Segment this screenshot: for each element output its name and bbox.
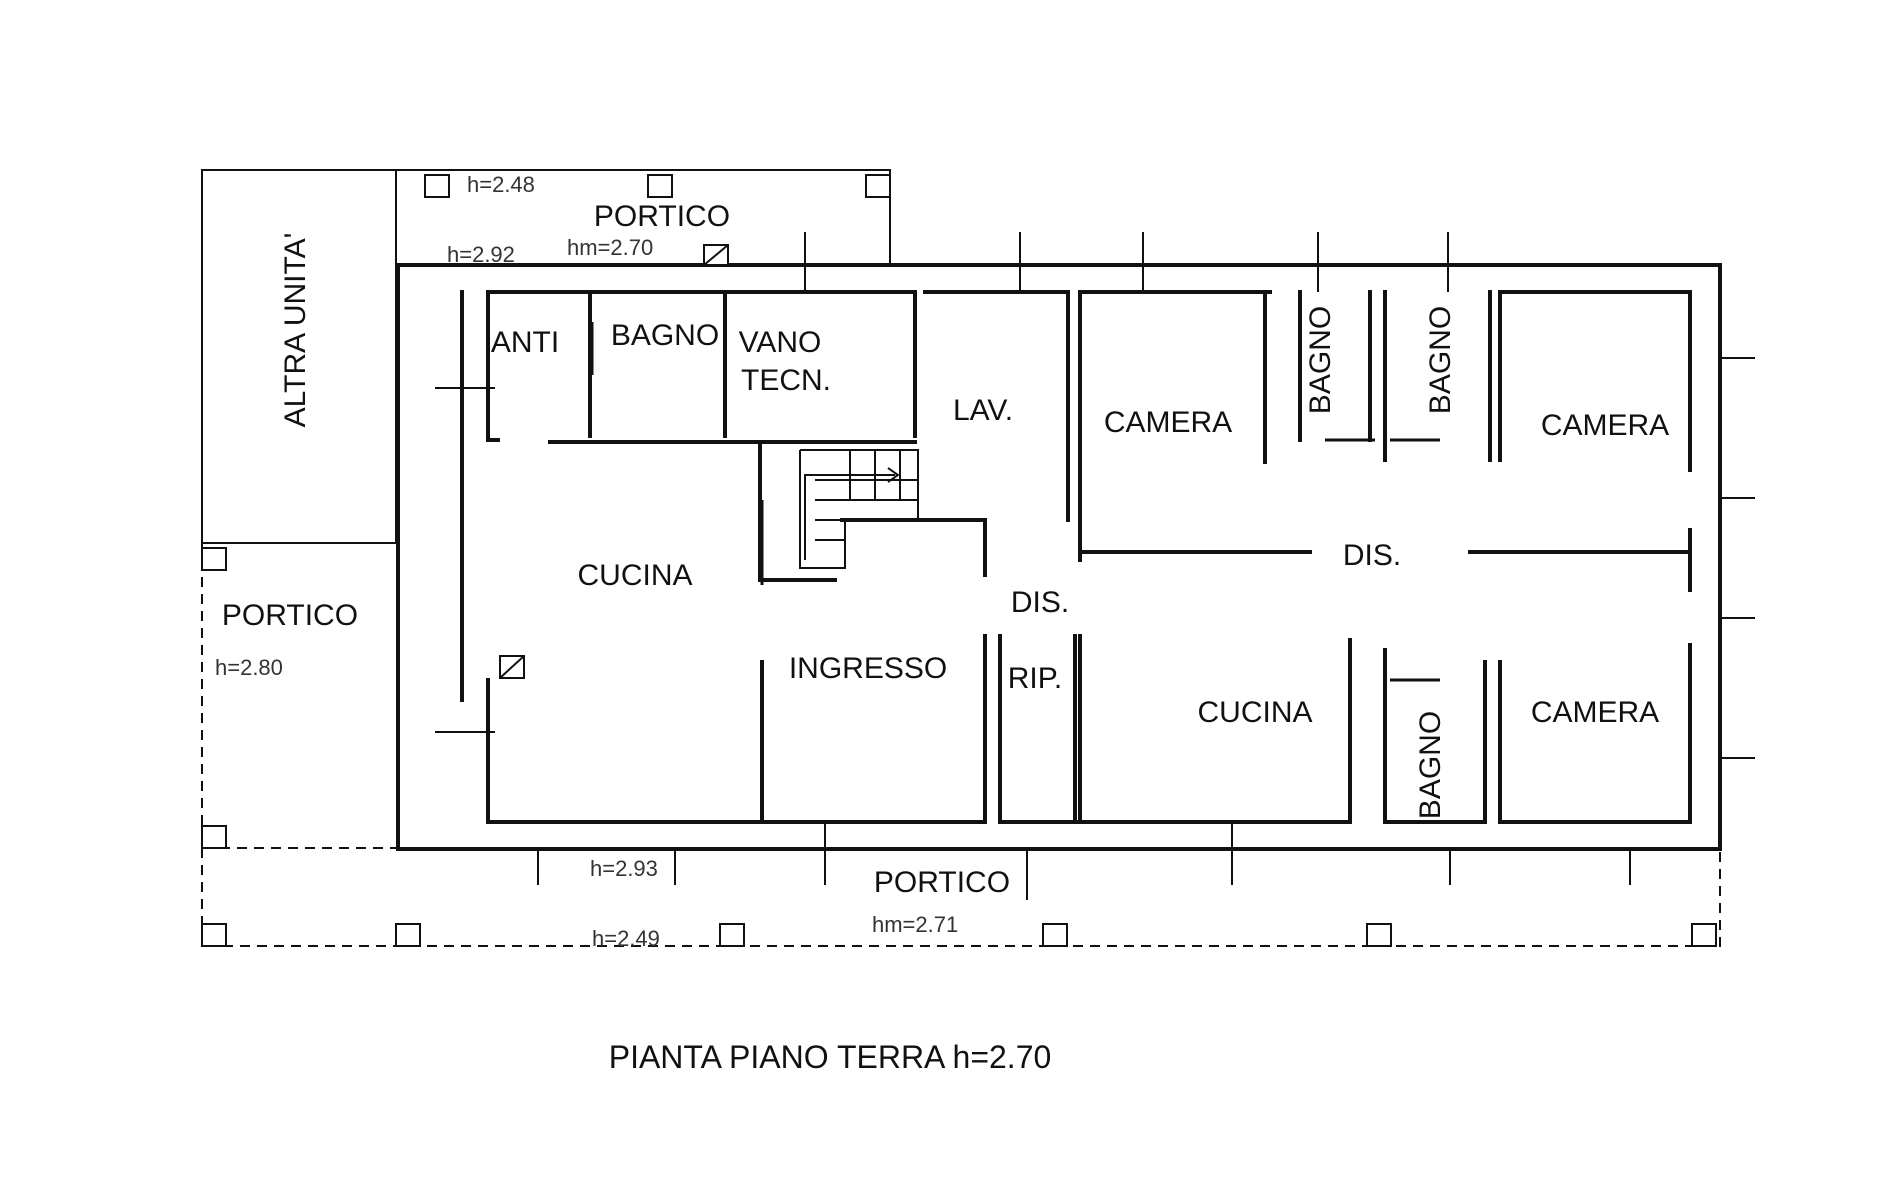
- height-label: h=2.92: [447, 242, 515, 267]
- room-label-camera: CAMERA: [1541, 409, 1669, 442]
- height-label: hm=2.70: [567, 235, 653, 260]
- room-label-anti: ANTI: [491, 326, 559, 359]
- room-label-lav: LAV.: [953, 394, 1013, 427]
- pillar: [201, 547, 227, 571]
- walls: [201, 169, 1722, 947]
- main-outer-wall: [396, 263, 1722, 851]
- room-label-vano: VANO: [739, 326, 822, 359]
- portico-left-outline: [201, 543, 398, 849]
- room-label-dis: DIS.: [1343, 539, 1401, 572]
- wall: [840, 518, 987, 577]
- room-label-dis: DIS.: [1011, 586, 1069, 619]
- height-labels: h=2.48 h=2.92 hm=2.70 h=2.80 h=2.93 h=2.…: [215, 172, 958, 951]
- openings: [435, 232, 1755, 900]
- room-label-altra-unita: ALTRA UNITA': [279, 233, 312, 428]
- room-label-portico-top: PORTICO: [594, 200, 730, 233]
- room-label-bagno: BAGNO: [1414, 711, 1447, 819]
- pillar: [1042, 923, 1068, 947]
- height-label: h=2.80: [215, 655, 283, 680]
- room-label-camera: CAMERA: [1104, 406, 1232, 439]
- stairs: [760, 449, 919, 585]
- room-label-portico-left: PORTICO: [222, 599, 358, 632]
- pillars: [201, 174, 1717, 947]
- portico-top-outline: [396, 169, 891, 265]
- height-label: h=2.48: [467, 172, 535, 197]
- room-label-rip: RIP.: [1008, 662, 1062, 695]
- pillar: [201, 825, 227, 849]
- stair-direction-arrow: [804, 474, 895, 560]
- room-label-portico-bottom: PORTICO: [874, 866, 1010, 899]
- height-label: hm=2.71: [872, 912, 958, 937]
- portico-bottom-outline: [201, 848, 1721, 947]
- stair-arrow-head: [887, 467, 900, 483]
- wall: [486, 290, 500, 442]
- height-label: h=2.49: [592, 926, 660, 951]
- room-label-ingresso: INGRESSO: [789, 652, 947, 685]
- room-label-bagno: BAGNO: [1424, 306, 1457, 414]
- pillar: [395, 923, 421, 947]
- plan-title: PIANTA PIANO TERRA h=2.70: [609, 1039, 1052, 1075]
- pillar: [424, 174, 450, 198]
- pillar: [201, 923, 227, 947]
- pillar-mark: [499, 655, 525, 679]
- pillar: [1691, 923, 1717, 947]
- pillar: [647, 174, 673, 198]
- pillar-mark: [703, 244, 729, 266]
- height-label: h=2.93: [590, 856, 658, 881]
- room-label-cucina: CUCINA: [1197, 696, 1312, 729]
- pillar: [865, 174, 891, 198]
- pillar: [1366, 923, 1392, 947]
- wall: [923, 290, 1070, 522]
- room-label-bagno: BAGNO: [1304, 306, 1337, 414]
- room-label-camera: CAMERA: [1531, 696, 1659, 729]
- room-label-bagno: BAGNO: [611, 319, 719, 352]
- room-labels: ALTRA UNITA' PORTICO PORTICO PORTICO ANT…: [222, 200, 1669, 899]
- pillar: [719, 923, 745, 947]
- room-label-cucina: CUCINA: [577, 559, 692, 592]
- room-label-tecn: TECN.: [741, 364, 831, 397]
